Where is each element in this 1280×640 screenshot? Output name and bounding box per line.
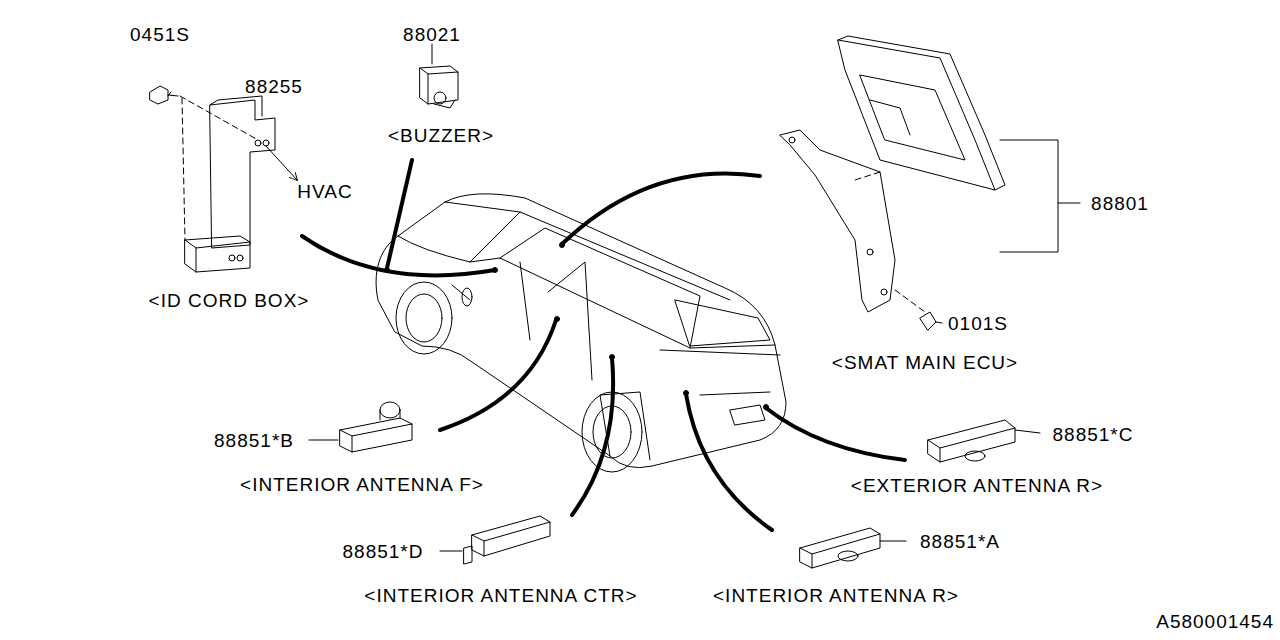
part-label: <INTERIOR ANTENNA F> (240, 475, 484, 494)
part-label: <EXTERIOR ANTENNA R> (851, 476, 1103, 495)
callout-number: 88801 (1091, 194, 1149, 213)
callout-number: 0101S (948, 314, 1008, 333)
part-label: <BUZZER> (388, 126, 494, 145)
direction-label: HVAC (297, 182, 352, 201)
callout-number: 88255 (245, 77, 303, 96)
part-label: <INTERIOR ANTENNA CTR> (364, 586, 637, 605)
callout-number: 0451S (130, 25, 190, 44)
part-label: <SMAT MAIN ECU> (832, 353, 1018, 372)
drawing-id: A580001454 (1156, 612, 1274, 631)
part-label: <ID CORD BOX> (149, 291, 310, 310)
ecu-module (780, 36, 1080, 330)
callout-number: 88851*B (214, 431, 294, 450)
callout-number: 88851*C (1053, 425, 1134, 444)
id-cord-box (150, 86, 297, 272)
callout-number: 88851*D (343, 542, 424, 561)
callout-number: 88021 (403, 25, 461, 44)
callout-number: 88851*A (920, 532, 1000, 551)
vehicle-outline (376, 194, 786, 472)
part-label: <INTERIOR ANTENNA R> (713, 586, 959, 605)
mount-points (385, 243, 769, 410)
buzzer (420, 44, 458, 108)
